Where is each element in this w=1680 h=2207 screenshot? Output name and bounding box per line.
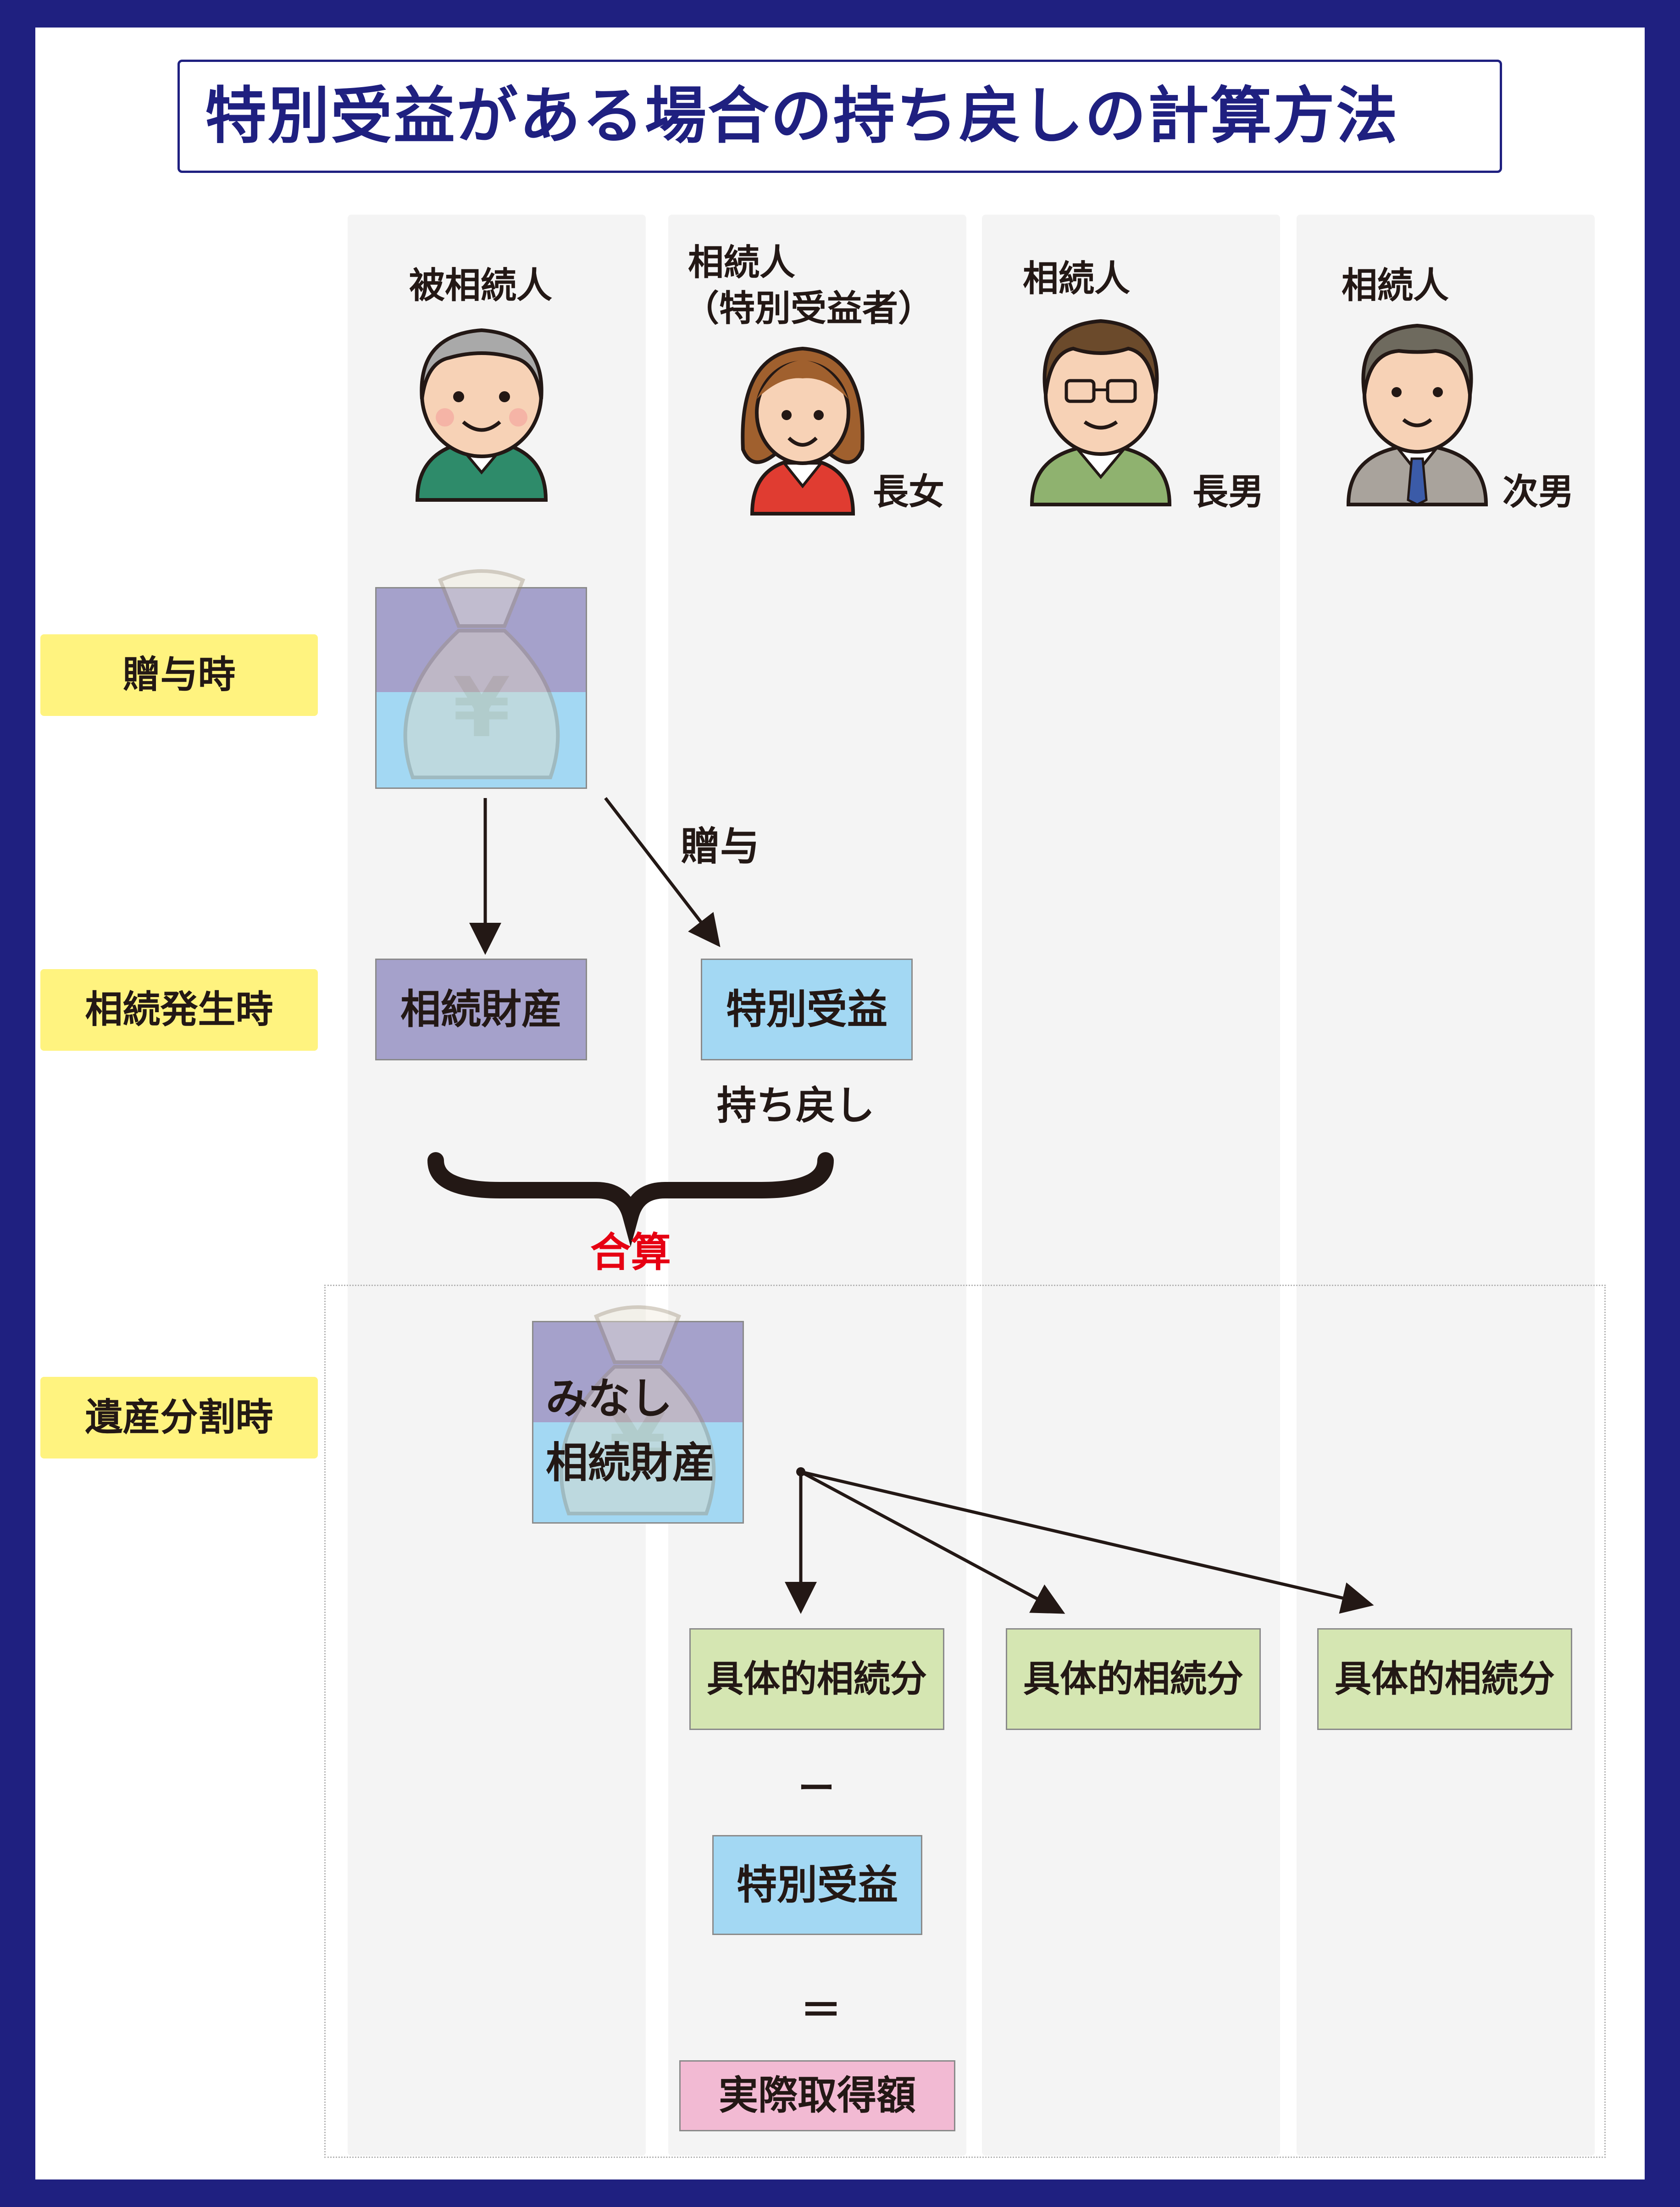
minus-sign: ー <box>798 1767 835 1810</box>
deemed-estate-label: 相続財産 <box>546 1438 715 1487</box>
heir2-relation: 長男 <box>1192 471 1264 513</box>
concrete-share-box-second-son: 具体的相続分 <box>1317 1628 1572 1730</box>
heir1-heading: 相続人 <box>688 242 796 283</box>
woman-avatar <box>741 346 865 516</box>
man-in-suit-avatar <box>1346 323 1488 506</box>
man-with-glasses-avatar <box>1030 319 1172 506</box>
money-bag-icon-2: ¥ <box>559 1305 716 1515</box>
stage-label-gift: 贈与時 <box>40 634 318 716</box>
svg-text:¥: ¥ <box>609 1396 666 1492</box>
svg-text:¥: ¥ <box>453 660 510 756</box>
page-title: 特別受益がある場合の持ち戻しの計算方法 <box>205 80 1399 152</box>
deemed-estate-box <box>532 1321 744 1524</box>
sum-label: 合算 <box>590 1229 671 1276</box>
title-box: 特別受益がある場合の持ち戻しの計算方法 <box>177 60 1502 173</box>
column-second-son <box>1297 215 1595 2156</box>
concrete-share-box-eldest-son: 具体的相続分 <box>1006 1628 1261 1730</box>
stage-label-inheritance: 相続発生時 <box>40 969 318 1051</box>
heir3-heading: 相続人 <box>1342 265 1449 306</box>
special-benefit-box: 特別受益 <box>701 959 913 1060</box>
actual-amount-box: 実際取得額 <box>679 2060 955 2131</box>
division-area <box>324 1285 1606 2158</box>
estate-at-gift-box <box>375 587 587 789</box>
heir3-relation: 次男 <box>1503 471 1575 513</box>
concrete-share-box-daughter: 具体的相続分 <box>689 1628 944 1730</box>
sum-brace <box>427 1152 834 1247</box>
equals-sign: ＝ <box>800 1986 842 2035</box>
money-bag-icon: ¥ <box>403 569 560 779</box>
heir2-heading: 相続人 <box>1023 258 1131 299</box>
special-benefit-box-2: 特別受益 <box>712 1835 922 1935</box>
column-eldest-son <box>982 215 1280 2156</box>
gift-arrow-label: 贈与 <box>681 824 760 870</box>
estate-box: 相続財産 <box>375 959 587 1060</box>
deemed-label: みなし <box>546 1374 673 1423</box>
elderly-man-avatar <box>415 328 548 502</box>
stage-label-division: 遺産分割時 <box>40 1377 318 1458</box>
heir1-relation: 長女 <box>873 471 945 513</box>
heir1-subheading: （特別受益者） <box>683 288 934 329</box>
return-label: 持ち戻し <box>717 1083 875 1129</box>
decedent-heading: 被相続人 <box>409 265 552 306</box>
